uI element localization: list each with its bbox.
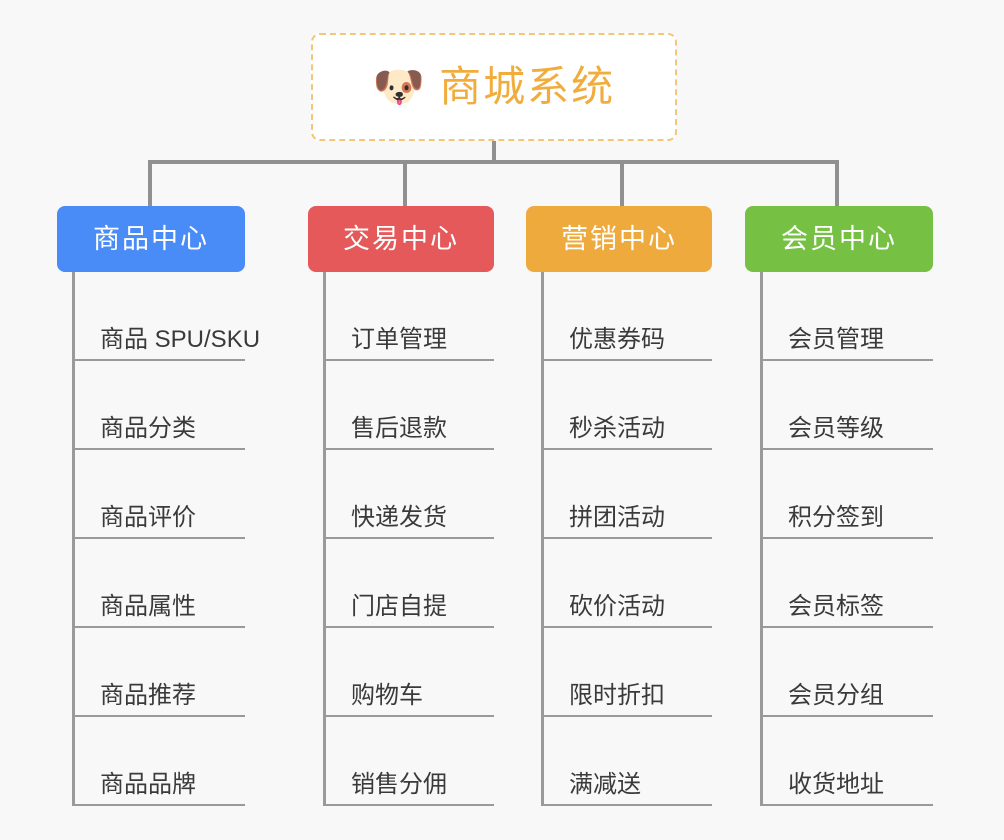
list-item-label: 门店自提 bbox=[351, 592, 447, 620]
category-title: 会员中心 bbox=[781, 223, 897, 254]
list-item[interactable]: 商品推荐 bbox=[72, 628, 245, 717]
category-title: 交易中心 bbox=[343, 223, 459, 254]
list-item-label: 售后退款 bbox=[351, 414, 447, 442]
list-item[interactable]: 快递发货 bbox=[323, 450, 494, 539]
list-item-label: 快递发货 bbox=[351, 503, 447, 531]
list-item-label: 销售分佣 bbox=[351, 770, 447, 798]
list-item-label: 商品 SPU/SKU bbox=[100, 325, 261, 353]
list-item-label: 拼团活动 bbox=[569, 503, 665, 531]
item-list-spine bbox=[72, 272, 75, 806]
list-item[interactable]: 商品评价 bbox=[72, 450, 245, 539]
list-item[interactable]: 门店自提 bbox=[323, 539, 494, 628]
list-item[interactable]: 销售分佣 bbox=[323, 717, 494, 806]
list-item[interactable]: 积分签到 bbox=[760, 450, 933, 539]
list-item[interactable]: 砍价活动 bbox=[541, 539, 712, 628]
list-item[interactable]: 会员等级 bbox=[760, 361, 933, 450]
list-item-label: 商品属性 bbox=[100, 592, 196, 620]
list-item[interactable]: 秒杀活动 bbox=[541, 361, 712, 450]
list-item-label: 满减送 bbox=[569, 770, 641, 798]
item-list-spine bbox=[541, 272, 544, 806]
list-item[interactable]: 商品 SPU/SKU bbox=[72, 272, 260, 361]
category-title: 营销中心 bbox=[561, 223, 677, 254]
list-item[interactable]: 满减送 bbox=[541, 717, 712, 806]
shiba-dog-face-icon: 🐶 bbox=[372, 63, 426, 110]
list-item-label: 积分签到 bbox=[788, 503, 884, 531]
list-item[interactable]: 购物车 bbox=[323, 628, 494, 717]
list-item-label: 收货地址 bbox=[788, 770, 884, 798]
list-item[interactable]: 商品分类 bbox=[72, 361, 245, 450]
connector-drop-3 bbox=[620, 160, 624, 208]
connector-drop-4 bbox=[835, 160, 839, 208]
category-card-marketing-center[interactable]: 营销中心 bbox=[526, 206, 712, 272]
list-item[interactable]: 售后退款 bbox=[323, 361, 494, 450]
list-item[interactable]: 优惠券码 bbox=[541, 272, 712, 361]
category-title: 商品中心 bbox=[93, 223, 209, 254]
list-item-label: 会员管理 bbox=[788, 325, 884, 353]
category-column-trade-center: 交易中心订单管理售后退款快递发货门店自提购物车销售分佣 bbox=[308, 206, 494, 806]
item-list-spine bbox=[760, 272, 763, 806]
category-card-member-center[interactable]: 会员中心 bbox=[745, 206, 933, 272]
list-item-label: 会员等级 bbox=[788, 414, 884, 442]
list-item-label: 限时折扣 bbox=[569, 681, 665, 709]
list-item[interactable]: 商品属性 bbox=[72, 539, 245, 628]
item-list: 商品 SPU/SKU 商品分类商品评价商品属性商品推荐商品品牌 bbox=[72, 272, 260, 806]
connector-drop-2 bbox=[403, 160, 407, 208]
list-item[interactable]: 拼团活动 bbox=[541, 450, 712, 539]
root-node[interactable]: 🐶 商城系统 bbox=[311, 33, 677, 141]
list-item-label: 会员分组 bbox=[788, 681, 884, 709]
list-item[interactable]: 会员管理 bbox=[760, 272, 933, 361]
category-column-marketing-center: 营销中心优惠券码秒杀活动拼团活动砍价活动限时折扣满减送 bbox=[526, 206, 712, 806]
category-card-product-center[interactable]: 商品中心 bbox=[57, 206, 245, 272]
list-item[interactable]: 会员分组 bbox=[760, 628, 933, 717]
list-item[interactable]: 收货地址 bbox=[760, 717, 933, 806]
list-item[interactable]: 商品品牌 bbox=[72, 717, 245, 806]
list-item-label: 会员标签 bbox=[788, 592, 884, 620]
category-card-trade-center[interactable]: 交易中心 bbox=[308, 206, 494, 272]
item-list: 会员管理会员等级积分签到会员标签会员分组收货地址 bbox=[760, 272, 933, 806]
list-item-label: 商品推荐 bbox=[100, 681, 196, 709]
list-item-label: 商品评价 bbox=[100, 503, 196, 531]
root-title: 商城系统 bbox=[439, 63, 616, 110]
list-item-label: 购物车 bbox=[351, 681, 423, 709]
category-column-product-center: 商品中心商品 SPU/SKU 商品分类商品评价商品属性商品推荐商品品牌 bbox=[57, 206, 260, 806]
connector-root-stem bbox=[492, 141, 496, 163]
list-item[interactable]: 订单管理 bbox=[323, 272, 494, 361]
item-list: 优惠券码秒杀活动拼团活动砍价活动限时折扣满减送 bbox=[541, 272, 712, 806]
connector-drop-1 bbox=[148, 160, 152, 208]
item-list: 订单管理售后退款快递发货门店自提购物车销售分佣 bbox=[323, 272, 494, 806]
list-item-label: 秒杀活动 bbox=[569, 414, 665, 442]
list-item[interactable]: 限时折扣 bbox=[541, 628, 712, 717]
item-list-spine bbox=[323, 272, 326, 806]
list-item-label: 砍价活动 bbox=[569, 592, 665, 620]
list-item-label: 商品分类 bbox=[100, 414, 196, 442]
category-column-member-center: 会员中心会员管理会员等级积分签到会员标签会员分组收货地址 bbox=[745, 206, 933, 806]
list-item-label: 优惠券码 bbox=[569, 325, 665, 353]
list-item-label: 订单管理 bbox=[351, 325, 447, 353]
list-item-label: 商品品牌 bbox=[100, 770, 196, 798]
connector-horizontal-bus bbox=[148, 160, 835, 164]
list-item[interactable]: 会员标签 bbox=[760, 539, 933, 628]
